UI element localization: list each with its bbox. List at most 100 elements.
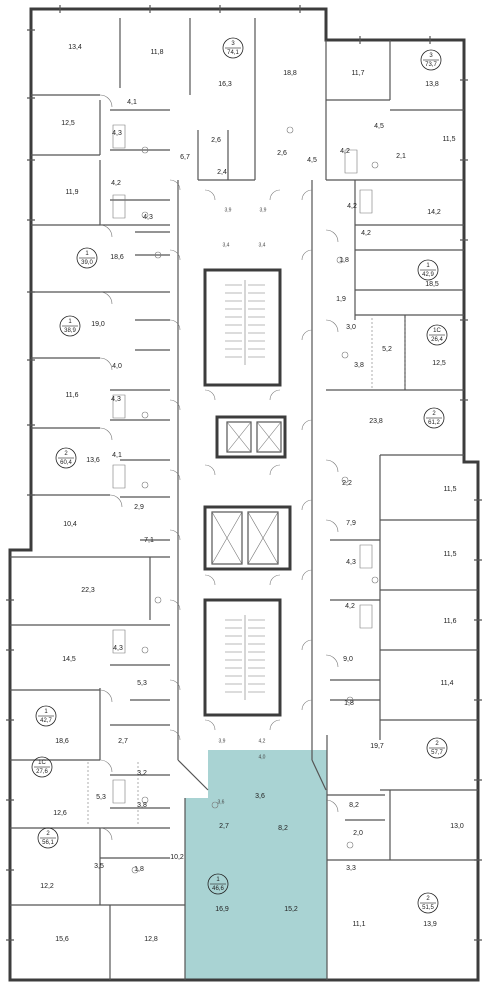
apartment-badge[interactable]: 257,7 bbox=[426, 737, 448, 759]
apartment-badge[interactable]: 139,0 bbox=[76, 247, 98, 269]
room-area-label: 6,7 bbox=[180, 154, 190, 161]
apartment-total-area: 73,7 bbox=[425, 62, 437, 68]
lift-lower-frame bbox=[203, 505, 292, 571]
room-area-label: 11,4 bbox=[440, 680, 453, 687]
room-area-label: 4,5 bbox=[374, 123, 384, 130]
room-area-label: 16,9 bbox=[215, 906, 229, 913]
room-area-label: 9,0 bbox=[343, 656, 353, 663]
room-area-label: 13,6 bbox=[86, 457, 100, 464]
apartment-room-count: 1 bbox=[216, 877, 220, 883]
apartment-badge-circle bbox=[417, 892, 439, 914]
corridor-walls bbox=[177, 180, 327, 791]
room-area-label: 11,1 bbox=[352, 921, 365, 928]
apartment-total-area: 39,0 bbox=[81, 260, 93, 266]
apartment-badge-circle bbox=[420, 49, 442, 71]
apartment-badge[interactable]: 138,9 bbox=[59, 315, 81, 337]
room-area-label: 18,8 bbox=[283, 70, 297, 77]
room-area-label: 7,9 bbox=[346, 520, 356, 527]
room-area-label: 15,2 bbox=[284, 906, 298, 913]
lift-car-1 bbox=[226, 421, 252, 453]
apartment-room-count: 2 bbox=[64, 451, 68, 457]
apartment-badge[interactable]: 374,1 bbox=[222, 37, 244, 59]
room-area-label: 18,6 bbox=[110, 254, 124, 261]
apartment-badge-circle bbox=[207, 873, 229, 895]
interior-walls bbox=[10, 18, 478, 980]
apartment-badge[interactable]: 142,7 bbox=[35, 705, 57, 727]
room-area-label: 3,3 bbox=[346, 865, 356, 872]
room-area-label: 16,3 bbox=[218, 81, 232, 88]
kitchen-dash-lines bbox=[87, 318, 406, 826]
apartment-badge-circle bbox=[35, 705, 57, 727]
room-area-label: 19,7 bbox=[370, 743, 384, 750]
apartment-room-count: 1 bbox=[426, 263, 430, 269]
apartment-total-area: 46,6 bbox=[212, 886, 224, 892]
apartment-room-count: 2 bbox=[426, 896, 430, 902]
room-area-label: 8,2 bbox=[278, 825, 288, 832]
core-room-area-label: 3,9 bbox=[260, 207, 267, 213]
core-room-area-label: 4,0 bbox=[259, 754, 266, 760]
room-area-label: 2,0 bbox=[353, 830, 363, 837]
room-area-label: 13,9 bbox=[423, 921, 437, 928]
apartment-badge[interactable]: 260,4 bbox=[55, 447, 77, 469]
room-area-label: 5,3 bbox=[137, 680, 147, 687]
apartment-badge[interactable]: 251,5 bbox=[417, 892, 439, 914]
room-area-label: 3,2 bbox=[137, 770, 147, 777]
room-area-label: 2,1 bbox=[396, 153, 406, 160]
room-area-label: 22,3 bbox=[81, 587, 95, 594]
building-core bbox=[203, 268, 292, 717]
stair-lower-frame bbox=[203, 598, 282, 717]
room-area-label: 8,2 bbox=[349, 802, 359, 809]
apartment-room-count: 1 bbox=[68, 319, 72, 325]
bathtubs bbox=[112, 124, 373, 804]
room-area-label: 12,8 bbox=[144, 936, 158, 943]
selected-apartment-fill-d bbox=[244, 796, 290, 808]
room-area-label: 4,3 bbox=[346, 559, 356, 566]
selected-apartment-fill-b bbox=[208, 750, 327, 800]
room-area-label: 11,7 bbox=[351, 70, 364, 77]
room-area-label: 11,5 bbox=[442, 136, 455, 143]
room-area-label: 2,7 bbox=[118, 738, 128, 745]
bathroom-fixtures bbox=[112, 124, 379, 874]
apartment-total-area: 56,1 bbox=[42, 840, 54, 846]
apartment-total-area: 42,7 bbox=[40, 718, 52, 724]
apartment-room-count: 1С bbox=[433, 328, 441, 334]
room-area-label: 15,6 bbox=[55, 936, 69, 943]
room-area-label: 12,6 bbox=[53, 810, 67, 817]
right-block-walls bbox=[325, 40, 478, 980]
room-area-label: 11,6 bbox=[65, 392, 78, 399]
kitchen-zones bbox=[87, 318, 406, 826]
room-area-label: 2,2 bbox=[342, 480, 352, 487]
room-area-label: 11,5 bbox=[443, 486, 456, 493]
apartment-badge-circle bbox=[426, 324, 448, 346]
apartment-badge[interactable]: 1С 26,4 bbox=[426, 324, 448, 346]
room-area-label: 11,6 bbox=[443, 618, 456, 625]
core-room-area-label: 3,4 bbox=[223, 242, 230, 248]
apartment-room-count: 1С bbox=[38, 760, 46, 766]
apartment-total-area: 42,9 bbox=[422, 272, 434, 278]
room-area-label: 12,2 bbox=[40, 883, 54, 890]
apartment-badge[interactable]: 373,7 bbox=[420, 49, 442, 71]
core-room-area-label: 3,9 bbox=[219, 738, 226, 744]
room-area-label: 10,2 bbox=[170, 854, 184, 861]
apartment-badge[interactable]: 142,9 bbox=[417, 259, 439, 281]
apartment-badge[interactable]: 261,2 bbox=[423, 407, 445, 429]
room-area-label: 19,0 bbox=[91, 321, 105, 328]
apartment-badge-circle bbox=[417, 259, 439, 281]
toilets bbox=[131, 126, 379, 874]
apartment-total-area: 74,1 bbox=[227, 50, 239, 56]
room-area-label: 4,5 bbox=[307, 157, 317, 164]
apartment-badge[interactable]: 256,1 bbox=[37, 827, 59, 849]
apartment-total-area: 57,7 bbox=[431, 750, 443, 756]
room-area-label: 13,4 bbox=[68, 44, 82, 51]
room-area-label: 18,5 bbox=[425, 281, 439, 288]
apartment-room-count: 2 bbox=[432, 411, 436, 417]
room-area-label: 18,6 bbox=[55, 738, 69, 745]
room-area-label: 1,8 bbox=[339, 257, 349, 264]
room-area-label: 4,3 bbox=[143, 214, 153, 221]
apartment-badge[interactable]: 146,6 bbox=[207, 873, 229, 895]
apartment-total-area: 26,4 bbox=[431, 337, 443, 343]
selected-apartment[interactable] bbox=[185, 750, 327, 980]
